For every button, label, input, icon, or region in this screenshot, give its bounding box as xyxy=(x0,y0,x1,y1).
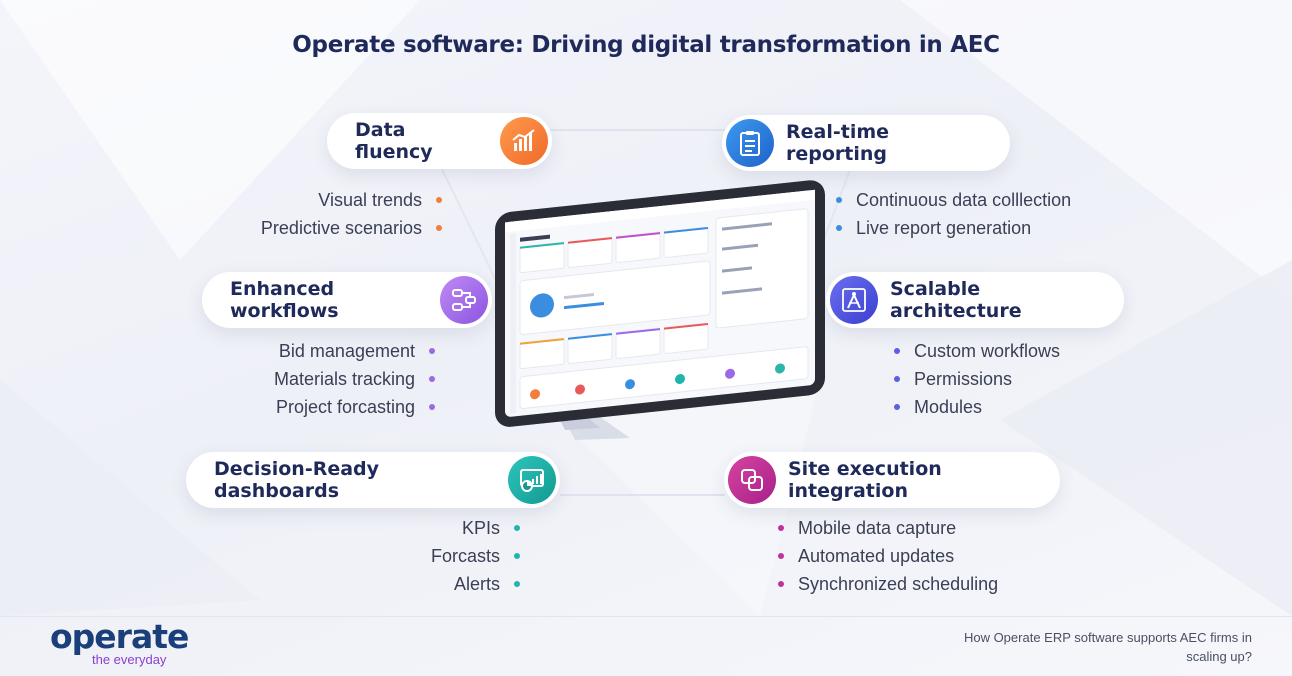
list-item: KPIs xyxy=(380,514,520,542)
feature-label: Enhanced workflows xyxy=(230,278,339,322)
bullet-dot xyxy=(836,197,842,203)
feature-enhanced-workflows: Enhanced workflows xyxy=(202,272,492,328)
feature-label: Data fluency xyxy=(355,119,433,163)
integration-squares-icon xyxy=(728,456,776,504)
list-item: Custom workflows xyxy=(894,337,1134,365)
feature-site-execution-integration: Site execution integration xyxy=(724,452,1060,508)
enhanced-workflows-list: Bid management Materials tracking Projec… xyxy=(180,337,435,421)
compass-blueprint-icon xyxy=(830,276,878,324)
bullet-dot xyxy=(429,348,435,354)
list-item: Synchronized scheduling xyxy=(778,570,1068,598)
site-execution-integration-list: Mobile data capture Automated updates Sy… xyxy=(778,514,1068,598)
bullet-dot xyxy=(429,404,435,410)
list-item: Modules xyxy=(894,393,1134,421)
list-item: Predictive scenarios xyxy=(180,214,442,242)
operate-logo: operate the everyday xyxy=(50,617,189,668)
list-item: Mobile data capture xyxy=(778,514,1068,542)
list-item: Live report generation xyxy=(836,214,1136,242)
list-item: Visual trends xyxy=(180,186,442,214)
tablet-illustration xyxy=(495,180,825,440)
logo-tagline: the everyday xyxy=(92,652,167,667)
page-title: Operate software: Driving digital transf… xyxy=(292,32,1000,58)
list-item: Bid management xyxy=(180,337,435,365)
bullet-dot xyxy=(778,581,784,587)
footer-divider xyxy=(0,616,1292,617)
workflow-icon xyxy=(440,276,488,324)
list-item: Forcasts xyxy=(380,542,520,570)
bullet-dot xyxy=(514,525,520,531)
real-time-reporting-list: Continuous data colllection Live report … xyxy=(836,186,1136,242)
feature-decision-ready-dashboards: Decision-Ready dashboards xyxy=(186,452,560,508)
scalable-architecture-list: Custom workflows Permissions Modules xyxy=(894,337,1134,421)
bullet-dot xyxy=(836,225,842,231)
data-fluency-list: Visual trends Predictive scenarios xyxy=(180,186,442,242)
bar-chart-icon xyxy=(500,117,548,165)
bullet-dot xyxy=(894,404,900,410)
bullet-dot xyxy=(429,376,435,382)
list-item: Permissions xyxy=(894,365,1134,393)
logo-wordmark: operate xyxy=(50,617,189,656)
bullet-dot xyxy=(436,225,442,231)
list-item: Materials tracking xyxy=(180,365,435,393)
feature-label: Scalable architecture xyxy=(890,278,1022,322)
bullet-dot xyxy=(894,376,900,382)
list-item: Alerts xyxy=(380,570,520,598)
bullet-dot xyxy=(514,581,520,587)
list-item: Project forcasting xyxy=(180,393,435,421)
feature-label: Real-time reporting xyxy=(786,121,890,165)
feature-data-fluency: Data fluency xyxy=(327,113,552,169)
bullet-dot xyxy=(894,348,900,354)
feature-real-time-reporting: Real-time reporting xyxy=(722,115,1010,171)
bullet-dot xyxy=(778,553,784,559)
footer-caption: How Operate ERP software supports AEC fi… xyxy=(963,630,1252,664)
bullet-dot xyxy=(436,197,442,203)
decision-ready-dashboards-list: KPIs Forcasts Alerts xyxy=(380,514,520,598)
feature-scalable-architecture: Scalable architecture xyxy=(826,272,1124,328)
clipboard-checklist-icon xyxy=(726,119,774,167)
list-item: Continuous data colllection xyxy=(836,186,1136,214)
list-item: Automated updates xyxy=(778,542,1068,570)
bullet-dot xyxy=(514,553,520,559)
feature-label: Site execution integration xyxy=(788,458,942,502)
bullet-dot xyxy=(778,525,784,531)
feature-label: Decision-Ready dashboards xyxy=(214,458,380,502)
dashboard-icon xyxy=(508,456,556,504)
